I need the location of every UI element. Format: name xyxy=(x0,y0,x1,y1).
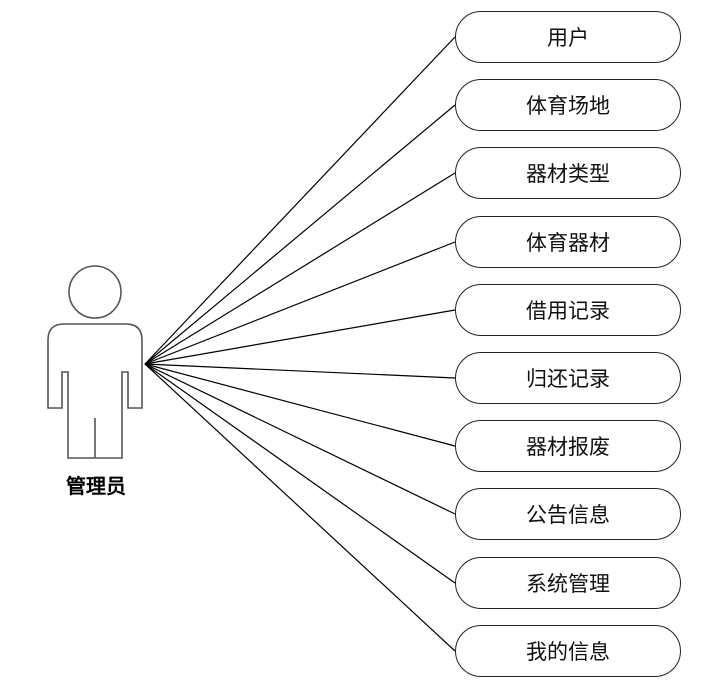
use-case-7[interactable]: 器材报废 xyxy=(455,420,681,472)
connector-line xyxy=(144,309,456,365)
use-case-5[interactable]: 借用记录 xyxy=(455,284,681,336)
connector-line xyxy=(144,172,456,365)
connector-lines xyxy=(144,36,456,652)
use-case-label: 器材类型 xyxy=(526,162,610,186)
use-case-3[interactable]: 器材类型 xyxy=(455,147,681,199)
use-case-1[interactable]: 用户 xyxy=(455,11,681,63)
use-case-label: 借用记录 xyxy=(526,299,610,323)
actor-figure xyxy=(47,265,143,459)
use-case-label: 归还记录 xyxy=(526,367,610,391)
use-case-label: 公告信息 xyxy=(526,503,610,527)
use-case-8[interactable]: 公告信息 xyxy=(455,488,681,540)
use-case-label: 器材报废 xyxy=(526,435,610,459)
connector-line xyxy=(144,363,456,379)
use-case-label: 系统管理 xyxy=(526,572,610,596)
actor-torso xyxy=(47,323,143,459)
use-case-10[interactable]: 我的信息 xyxy=(455,625,681,677)
use-case-label: 体育场地 xyxy=(526,94,610,118)
use-case-2[interactable]: 体育场地 xyxy=(455,79,681,131)
actor-label: 管理员 xyxy=(66,474,126,498)
use-case-6[interactable]: 归还记录 xyxy=(455,352,681,404)
connector-line xyxy=(144,363,456,584)
connector-line xyxy=(144,104,456,365)
connector-line xyxy=(144,36,456,365)
connector-line xyxy=(144,241,456,365)
use-case-4[interactable]: 体育器材 xyxy=(455,216,681,268)
use-case-label: 体育器材 xyxy=(526,231,610,255)
use-case-label: 我的信息 xyxy=(526,640,610,664)
connector-line xyxy=(144,363,456,447)
connector-line xyxy=(144,363,456,515)
actor-head xyxy=(68,265,122,319)
use-case-label: 用户 xyxy=(547,26,589,50)
connector-line xyxy=(144,363,456,652)
use-case-9[interactable]: 系统管理 xyxy=(455,557,681,609)
